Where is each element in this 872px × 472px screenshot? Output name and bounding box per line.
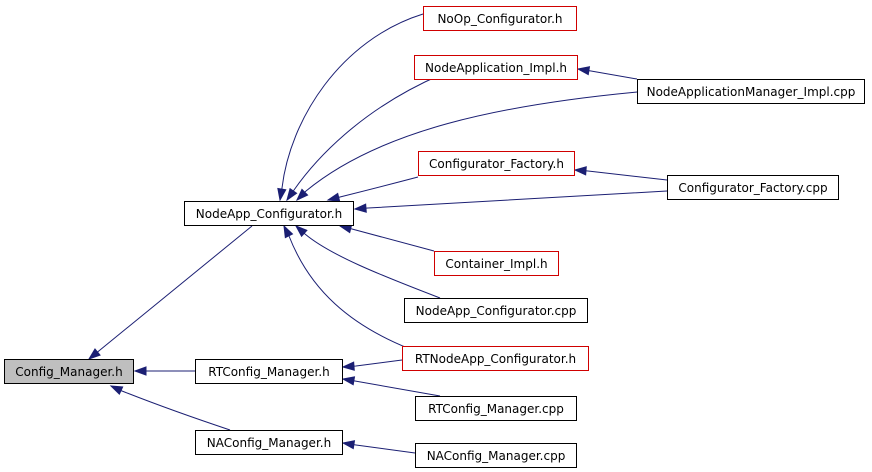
node-nodeapplicationmanager-impl-cpp[interactable]: NodeApplicationManager_Impl.cpp [637,79,865,104]
arrowhead-nodeapp_configurator_h [326,192,341,202]
arrowhead-nodeapp_configurator_h [295,188,309,202]
edge-configurator_factory_cpp-to-nodeapp_configurator_h [354,190,668,210]
edge-nodeapplication_impl_h-to-nodeapp_configurator_h [286,74,441,201]
arrowhead-config_manager_h [87,348,101,360]
arrowhead-rtconfig_manager_h [341,376,356,386]
node-naconfig-manager-h[interactable]: NAConfig_Manager.h [195,430,343,455]
node-rtnodeapp-configurator-h[interactable]: RTNodeApp_Configurator.h [402,346,589,371]
edge-nodeapp_configurator_h-to-config_manager_h [88,225,253,360]
node-noop-configurator-h[interactable]: NoOp_Configurator.h [423,6,577,31]
node-configurator-factory-h[interactable]: Configurator_Factory.h [418,151,575,176]
node-rtconfig-manager-h[interactable]: RTConfig_Manager.h [195,359,343,384]
edge-container_impl_h-to-nodeapp_configurator_h [339,225,435,252]
node-rtconfig-manager-cpp[interactable]: RTConfig_Manager.cpp [415,396,577,421]
node-container-impl-h[interactable]: Container_Impl.h [434,251,559,276]
edge-configurator_factory_h-to-nodeapp_configurator_h [327,176,419,201]
node-configurator-factory-cpp[interactable]: Configurator_Factory.cpp [667,175,839,200]
node-naconfig-manager-cpp[interactable]: NAConfig_Manager.cpp [415,443,577,468]
edge-naconfig_manager_h-to-config_manager_h [110,385,231,431]
edge-nodeapplicationmanager_impl_cpp-to-nodeapp_configurator_h [296,91,638,201]
edge-noop_configurator_h-to-nodeapp_configurator_h [279,13,424,201]
arrowhead-nodeapp_configurator_h [294,225,308,238]
edge-nodeapp_configurator_cpp-to-nodeapp_configurator_h [295,225,441,299]
arrowhead-nodeapp_configurator_h [286,187,298,202]
node-nodeapp-configurator-cpp[interactable]: NodeApp_Configurator.cpp [404,298,588,323]
arrowhead-nodeapp_configurator_h [277,187,287,202]
arrowhead-config_manager_h [109,385,124,396]
arrowhead-configurator_factory_h [573,166,587,176]
arrowhead-nodeapp_configurator_h [283,224,294,239]
node-config-manager-h[interactable]: Config_Manager.h [4,359,134,384]
node-nodeapp-configurator-h[interactable]: NodeApp_Configurator.h [184,201,354,226]
arrowhead-nodeapplication_impl_h [576,66,591,76]
edge-configurator_factory_cpp-to-configurator_factory_h [574,169,668,181]
arrowhead-nodeapp_configurator_h [353,203,367,213]
edge-rtconfig_manager_cpp-to-rtconfig_manager_h [342,378,441,397]
arrowhead-rtconfig_manager_h [341,361,355,371]
arrowhead-config_manager_h [133,366,147,376]
arrowhead-naconfig_manager_h [341,440,356,450]
edge-rtnodeapp_configurator_h-to-nodeapp_configurator_h [283,225,411,350]
node-nodeapplication-impl-h[interactable]: NodeApplication_Impl.h [414,55,578,80]
